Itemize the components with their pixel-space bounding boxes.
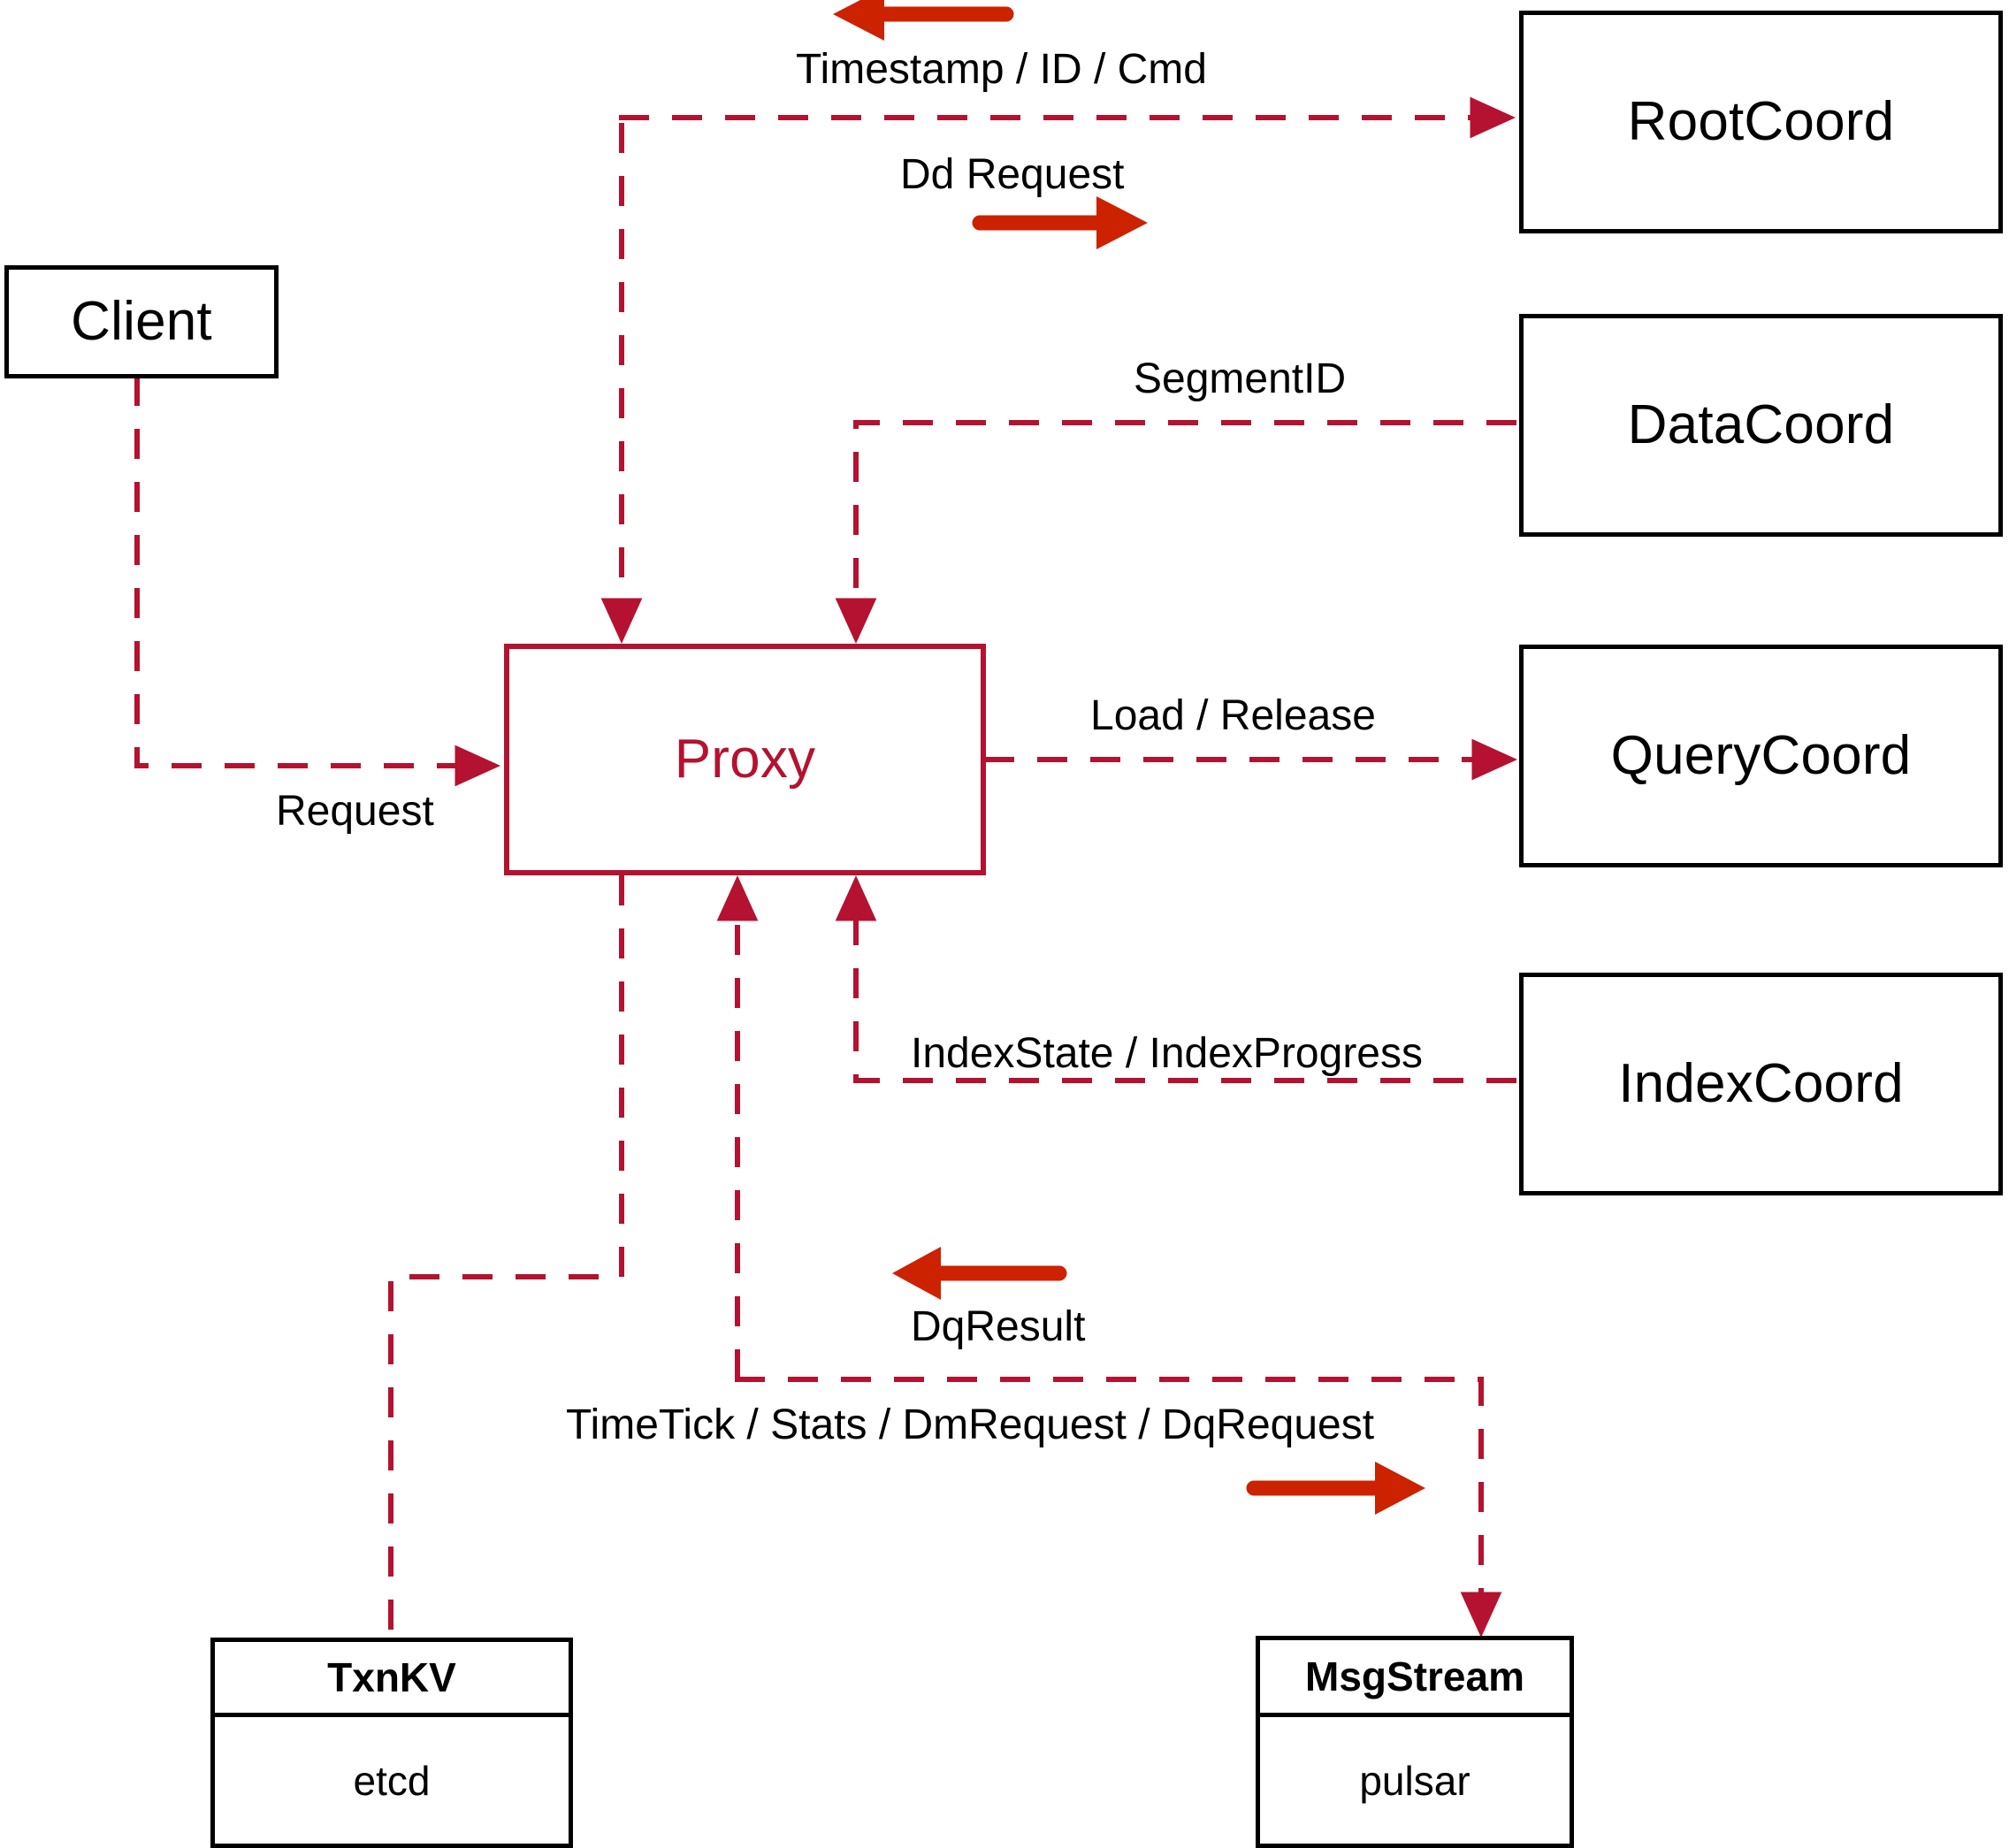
node-rootcoord[interactable]: RootCoord xyxy=(1519,11,2003,233)
dq-result-direction-arrow xyxy=(892,1247,1067,1300)
wire-datacoord-to-proxy xyxy=(835,420,1516,645)
node-msgstream[interactable]: MsgStream pulsar xyxy=(1256,1636,1574,1848)
edge-label-timestamp-id-cmd: Timestamp / ID / Cmd xyxy=(796,46,1207,93)
timestamp-direction-arrow xyxy=(833,0,1014,41)
node-querycoord[interactable]: QueryCoord xyxy=(1519,645,2003,867)
node-txnkv-header: TxnKV xyxy=(215,1642,569,1717)
node-proxy-label: Proxy xyxy=(674,729,816,790)
msgstream-direction-arrow xyxy=(1246,1462,1425,1515)
edge-label-request: Request xyxy=(276,788,434,835)
edge-label-timetick-stats-dmrequest-dqrequest: TimeTick / Stats / DmRequest / DqRequest xyxy=(566,1401,1375,1448)
node-datacoord[interactable]: DataCoord xyxy=(1519,314,2003,537)
node-msgstream-body: pulsar xyxy=(1260,1717,1570,1844)
node-rootcoord-label: RootCoord xyxy=(1627,91,1895,152)
node-client-label: Client xyxy=(71,291,212,352)
node-msgstream-header: MsgStream xyxy=(1260,1640,1570,1717)
node-txnkv-body: etcd xyxy=(215,1717,569,1844)
dd-request-direction-arrow xyxy=(972,196,1148,249)
wire-client-to-proxy xyxy=(134,376,501,787)
node-indexcoord-label: IndexCoord xyxy=(1618,1053,1904,1114)
edge-label-load-release: Load / Release xyxy=(1090,692,1376,739)
edge-label-dq-result: DqResult xyxy=(911,1303,1086,1350)
node-proxy[interactable]: Proxy xyxy=(504,644,986,875)
edge-label-dd-request: Dd Request xyxy=(900,151,1125,198)
node-txnkv-impl: etcd xyxy=(353,1757,431,1804)
wire-proxy-to-txnkv xyxy=(388,875,624,1638)
node-txnkv[interactable]: TxnKV etcd xyxy=(210,1638,573,1848)
edge-label-segment-id: SegmentID xyxy=(1134,355,1347,402)
node-datacoord-label: DataCoord xyxy=(1627,394,1895,455)
node-msgstream-impl: pulsar xyxy=(1359,1757,1470,1804)
node-msgstream-title: MsgStream xyxy=(1305,1653,1524,1699)
node-txnkv-title: TxnKV xyxy=(327,1654,456,1700)
node-client[interactable]: Client xyxy=(4,265,279,378)
edge-label-index-state-progress: IndexState / IndexProgress xyxy=(911,1030,1423,1077)
node-indexcoord[interactable]: IndexCoord xyxy=(1519,973,2003,1195)
node-querycoord-label: QueryCoord xyxy=(1610,725,1912,786)
